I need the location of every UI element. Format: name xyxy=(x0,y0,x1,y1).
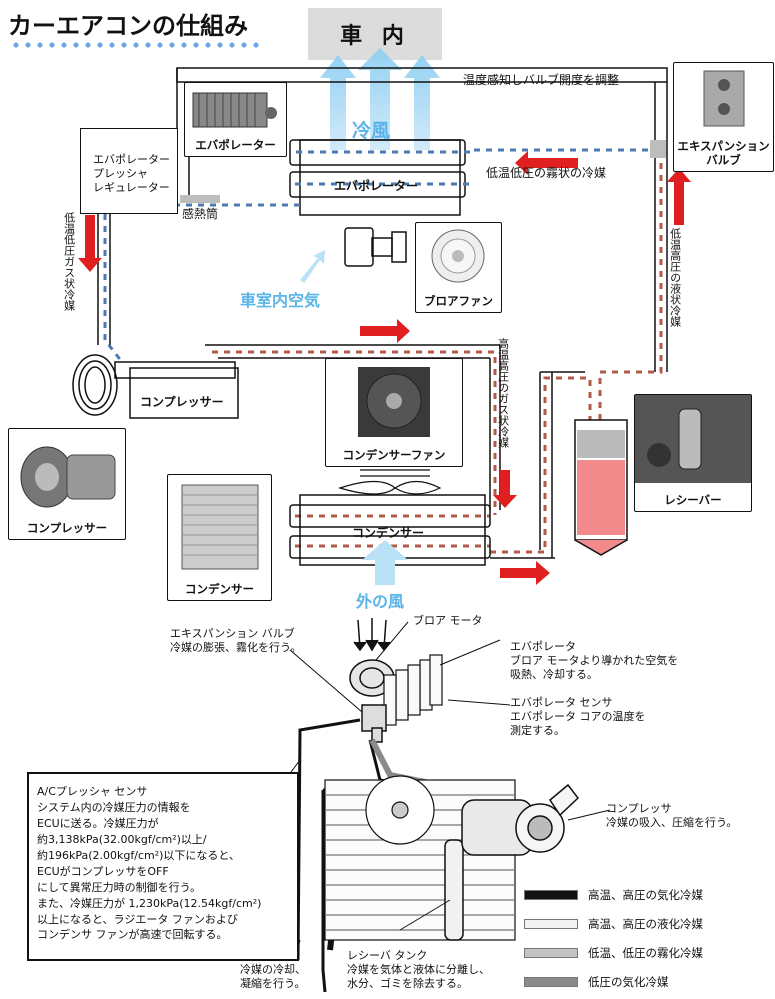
compressor-drawing xyxy=(461,783,580,856)
high-temp-high-press-gas-label: 高温高圧のガス状冷媒 xyxy=(496,338,510,448)
blower-fan-photo: ブロアファン xyxy=(415,222,502,313)
evaporator-block-label: エバポレーター xyxy=(334,179,419,193)
low-gas-refrigerant-label: 低温低圧ガス状冷媒 xyxy=(62,212,76,311)
compressor-desc: コンプレッサ 冷媒の吸入、圧縮を行う。 xyxy=(606,802,738,829)
leader-lines xyxy=(273,621,611,956)
legend-swatch xyxy=(524,977,578,987)
condenser-image xyxy=(181,484,259,570)
legend-swatch xyxy=(524,890,578,900)
hot-refrigerant-path xyxy=(212,160,663,554)
receiver-tank-desc: レシーバ タンク 冷媒を気体と液体に分離し、 水分、ゴミを除去する。 xyxy=(347,949,490,990)
sensor-line: ECUに送る。冷媒圧力が xyxy=(37,816,159,830)
receiver-photo-caption: レシーバー xyxy=(664,493,722,507)
blower-motor-drawing xyxy=(349,618,395,697)
car-interior-label: 車 内 xyxy=(308,8,442,60)
blower-motor-label: ブロア モータ xyxy=(413,614,483,627)
ac-pressure-sensor-box: A/Cプレッシャ センサ システム内の冷媒圧力の情報を ECUに送る。冷媒圧力が… xyxy=(27,772,299,961)
red-flow-arrows xyxy=(78,151,691,585)
legend-swatch xyxy=(524,948,578,958)
expansion-valve-drawing xyxy=(361,704,387,743)
blower-fan-image xyxy=(431,229,485,283)
condenser-drawing xyxy=(324,775,516,941)
sensor-line: 約196kPa(2.00kgf/cm²)以下になると、 xyxy=(37,848,240,862)
expansion-valve-desc: エキスパンション バルブ 冷媒の膨張、霧化を行う。 xyxy=(170,627,302,654)
page-title: カーエアコンの仕組み xyxy=(8,12,248,40)
sensor-line: また、冷媒圧力が 1,230kPa(12.54kgf/cm²) xyxy=(37,896,262,910)
outside-air-label: 外の風 xyxy=(356,592,405,611)
cabin-air-arrow xyxy=(300,250,325,283)
sensor-line: にして異常圧力時の制御を行う。 xyxy=(37,880,202,894)
compressor-block-label: コンプレッサー xyxy=(140,395,224,409)
refrigerant-legend: 高温、高圧の気化冷媒 高温、高圧の液化冷媒 低温、低圧の霧化冷媒 低圧の気化冷媒 xyxy=(524,887,703,990)
cabin-air-label: 車室内空気 xyxy=(240,291,321,310)
legend-label: 低温、低圧の霧化冷媒 xyxy=(588,946,703,960)
title-underline-dots xyxy=(10,42,265,48)
compressor-pulley-sketch xyxy=(72,354,118,416)
condenser-fan-photo: コンデンサーファン xyxy=(325,358,463,467)
low-temp-mist-label: 低温低圧の霧状の冷媒 xyxy=(486,166,607,180)
evaporator-photo: エバポレーター xyxy=(184,82,287,157)
compressor-photo-caption: コンプレッサー xyxy=(26,521,108,535)
sensor-line: システム内の冷媒圧力の情報を xyxy=(37,800,191,814)
condenser-fan-image xyxy=(358,367,430,437)
evaporator-drawing xyxy=(383,654,443,726)
legend-item: 低温、低圧の霧化冷媒 xyxy=(524,945,703,961)
evaporator-photo-caption: エバポレーター xyxy=(195,138,276,152)
evaporator-pressure-regulator-label: エバポレーター プレッシャ レギュレーター xyxy=(93,153,170,194)
evaporator-desc: エバポレータ ブロア モータより導かれた空気を 吸熱、冷却する。 xyxy=(510,640,679,681)
compressor-photo: コンプレッサー xyxy=(8,428,126,540)
thermo-bulb-label: 感熱筒 xyxy=(182,207,219,221)
legend-item: 低圧の気化冷媒 xyxy=(524,974,703,990)
legend-item: 高温、高圧の液化冷媒 xyxy=(524,916,703,932)
condenser-photo: コンデンサー xyxy=(167,474,272,601)
expansion-valve-photo-caption: エキスパンション バルブ xyxy=(677,139,770,168)
outside-air-arrow xyxy=(362,540,408,585)
bulb-adjust-label: 温度感知しバルブ開度を調整 xyxy=(463,73,620,87)
condenser-fan-sketch xyxy=(337,469,442,495)
receiver-tank xyxy=(574,419,628,556)
cold-air-arrows xyxy=(320,48,440,150)
cold-air-label: 冷風 xyxy=(352,120,391,142)
evaporator-pressure-regulator-box: エバポレーター プレッシャ レギュレーター xyxy=(80,128,178,214)
legend-label: 高温、高圧の液化冷媒 xyxy=(588,917,703,931)
receiver-image xyxy=(635,395,751,483)
expansion-valve-photo: エキスパンション バルブ xyxy=(673,62,774,172)
condenser-block-label: コンデンサー xyxy=(352,526,425,540)
sensor-line: ECUがコンプレッサをOFF xyxy=(37,864,169,878)
legend-swatch xyxy=(524,919,578,929)
sensor-line: コンデンサ ファンが高速で回転する。 xyxy=(37,928,228,942)
legend-item: 高温、高圧の気化冷媒 xyxy=(524,887,703,903)
evaporator-image xyxy=(192,92,277,128)
legend-label: 低圧の気化冷媒 xyxy=(588,975,669,989)
blower-fan-photo-caption: ブロアファン xyxy=(424,294,493,308)
sensor-line: 以上になると、ラジエータ ファンおよび xyxy=(37,912,238,926)
condenser-photo-caption: コンデンサー xyxy=(185,582,254,596)
blower-fan-sketch xyxy=(344,227,407,267)
receiver-tank-drawing xyxy=(444,839,464,941)
cold-refrigerant-path xyxy=(103,148,660,363)
expansion-valve-image xyxy=(703,70,745,127)
sensor-line: A/Cプレッシャ センサ xyxy=(37,785,148,798)
sensor-line: 約3,138kPa(32.00kgf/cm²)以上/ xyxy=(37,832,207,846)
low-temp-high-press-liquid-label: 低温高圧の液状冷媒 xyxy=(668,228,682,327)
evaporator-sensor-desc: エバポレータ センサ エバポレータ コアの温度を 測定する。 xyxy=(510,696,646,737)
receiver-photo: レシーバー xyxy=(634,394,752,512)
condenser-fan-photo-caption: コンデンサーファン xyxy=(342,448,446,462)
legend-label: 高温、高圧の気化冷媒 xyxy=(588,888,703,902)
compressor-image xyxy=(20,446,116,508)
